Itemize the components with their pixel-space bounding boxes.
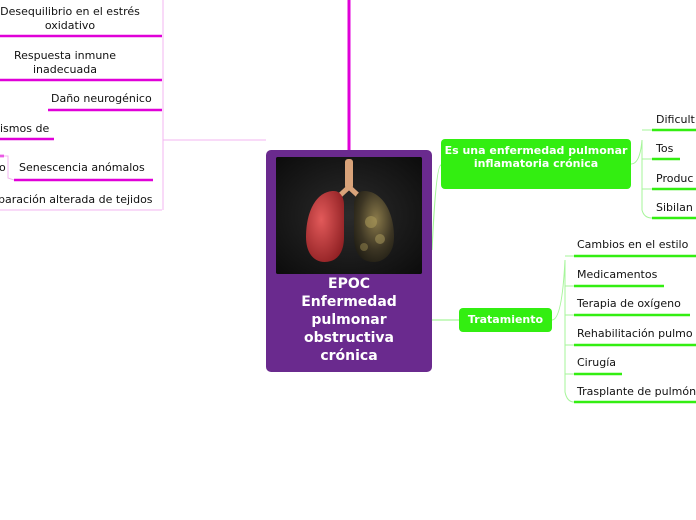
topic-treatment-label: Tratamiento	[467, 313, 544, 326]
t2-leaf-6[interactable]: Trasplante de pulmón	[577, 385, 696, 398]
lungs-icon	[276, 157, 422, 274]
central-title-line-5: crónica	[320, 348, 378, 364]
t1-leaf-4[interactable]: Sibilan	[656, 201, 693, 214]
topic-inflammatory-disease[interactable]: Es una enfermedad pulmonar inflamatoria …	[441, 139, 631, 189]
connector-topic1	[431, 164, 442, 251]
t2-leaf-2[interactable]: Medicamentos	[577, 268, 658, 281]
t1-leaf-2[interactable]: Tos	[656, 142, 674, 155]
left-leaf-oxidative-stress[interactable]: Desequilibrio en el estrés oxidativo	[0, 5, 140, 32]
topic-treatment[interactable]: Tratamiento	[459, 308, 552, 332]
t2-leaf-1[interactable]: Cambios en el estilo	[577, 238, 689, 251]
central-title-line-4: obstructiva	[304, 330, 394, 346]
left-leaf-immune-response[interactable]: Respuesta inmune inadecuada	[13, 49, 117, 76]
central-title: EPOC Enfermedad pulmonar obstructiva cró…	[266, 275, 432, 365]
left-leaf-senescence[interactable]: Senescencia anómalos	[19, 161, 145, 174]
left-leaf-tissue-repair[interactable]: paración alterada de tejidos	[0, 193, 153, 206]
lungs-image	[276, 157, 422, 274]
t2-leaf-4[interactable]: Rehabilitación pulmo	[577, 327, 693, 340]
t2-leaf-3[interactable]: Terapia de oxígeno	[577, 297, 681, 310]
central-title-line-3: pulmonar	[311, 312, 387, 328]
t1-leaf-1[interactable]: Dificult	[656, 113, 695, 126]
central-title-line-2: Enfermedad	[301, 294, 397, 310]
t2-leaf-5[interactable]: Cirugía	[577, 356, 617, 369]
left-leaf-mechanisms[interactable]: ismos de	[0, 122, 50, 135]
left-leaf-neurogenic-damage[interactable]: Daño neurogénico	[51, 92, 152, 105]
central-topic-epoc[interactable]: EPOC Enfermedad pulmonar obstructiva cró…	[266, 150, 432, 372]
t1-leaf-3[interactable]: Produc	[656, 172, 694, 185]
left-leaf-fragment[interactable]: o	[0, 161, 6, 174]
central-title-line-1: EPOC	[328, 276, 370, 292]
topic-inflammatory-disease-label: Es una enfermedad pulmonar inflamatoria …	[444, 144, 628, 170]
